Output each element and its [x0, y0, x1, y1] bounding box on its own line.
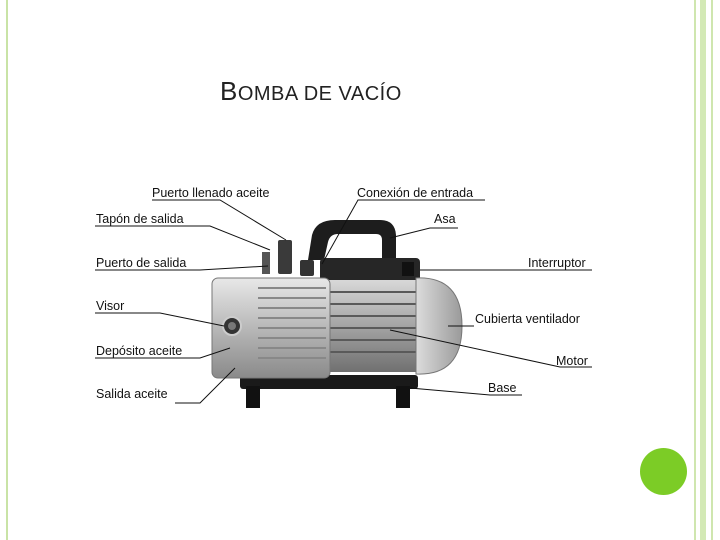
left-border-line [6, 0, 8, 540]
right-border-line-outer [711, 0, 713, 540]
label-visor: Visor [96, 299, 124, 313]
right-border-line [694, 0, 696, 540]
right-border-band [700, 0, 706, 540]
label-cubierta-ventilador: Cubierta ventilador [475, 312, 580, 326]
vacuum-pump-diagram: Puerto llenado aceite Tapón de salida Pu… [90, 180, 600, 420]
label-puerto-llenado-aceite: Puerto llenado aceite [152, 186, 269, 200]
label-puerto-de-salida: Puerto de salida [96, 256, 186, 270]
label-base: Base [488, 381, 517, 395]
slide-title-rest: OMBA DE VACÍO [238, 83, 402, 105]
label-deposito-aceite: Depósito aceite [96, 344, 182, 358]
slide-title: BOMBA DE VACÍO [220, 76, 402, 107]
label-asa: Asa [434, 212, 456, 226]
motor-body [322, 280, 422, 372]
label-salida-aceite: Salida aceite [96, 387, 168, 401]
intake-connection [300, 260, 314, 276]
fill-port [278, 240, 292, 274]
label-conexion-de-entrada: Conexión de entrada [357, 186, 473, 200]
outlet-cap [262, 252, 270, 274]
base-foot [246, 386, 260, 408]
label-motor: Motor [556, 354, 588, 368]
label-interruptor: Interruptor [528, 256, 586, 270]
switch-shape [402, 262, 414, 276]
handle-shape [308, 220, 396, 260]
base-foot [396, 386, 410, 408]
slide-title-initial: B [220, 76, 238, 106]
label-tapon-de-salida: Tapón de salida [96, 212, 184, 226]
green-circle-decoration [640, 448, 687, 495]
